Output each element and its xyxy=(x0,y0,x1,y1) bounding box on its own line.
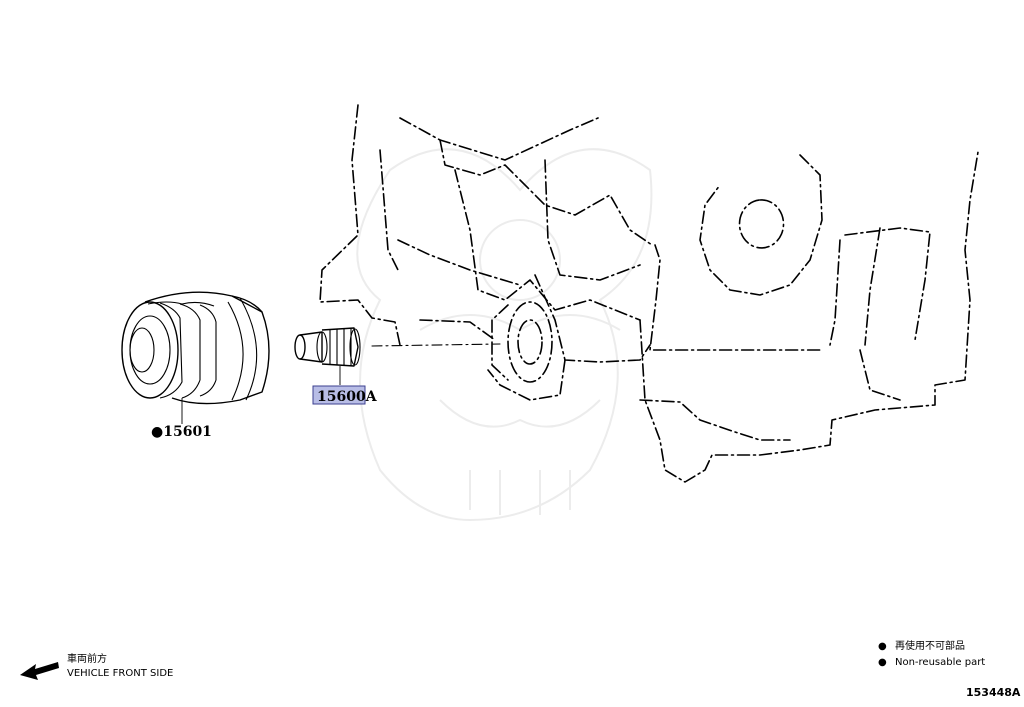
union-part-number[interactable]: 15600A xyxy=(317,389,378,405)
union-callout-highlight xyxy=(312,385,366,405)
legend-bullet-jp: ● xyxy=(878,641,887,652)
oil-filter-part-number[interactable]: ●15601 xyxy=(151,424,212,440)
watermark-emblem xyxy=(356,148,653,522)
non-reusable-bullet: ● xyxy=(151,424,163,440)
legend-bullet-en: ● xyxy=(878,657,887,668)
illustration-reference-number: 153448A xyxy=(966,686,1021,699)
union-drawing xyxy=(294,327,361,367)
installation-centerline xyxy=(371,343,501,347)
vehicle-front-label-en: VEHICLE FRONT SIDE xyxy=(67,668,173,679)
vehicle-front-arrow-icon xyxy=(20,662,59,680)
oil-filter-drawing xyxy=(121,291,270,405)
vehicle-front-label-jp: 車両前方 xyxy=(67,652,107,665)
legend-line-en: Non-reusable part xyxy=(895,657,985,668)
engine-block-outline xyxy=(319,104,979,483)
legend-line-jp: 再使用不可部品 xyxy=(895,639,965,652)
